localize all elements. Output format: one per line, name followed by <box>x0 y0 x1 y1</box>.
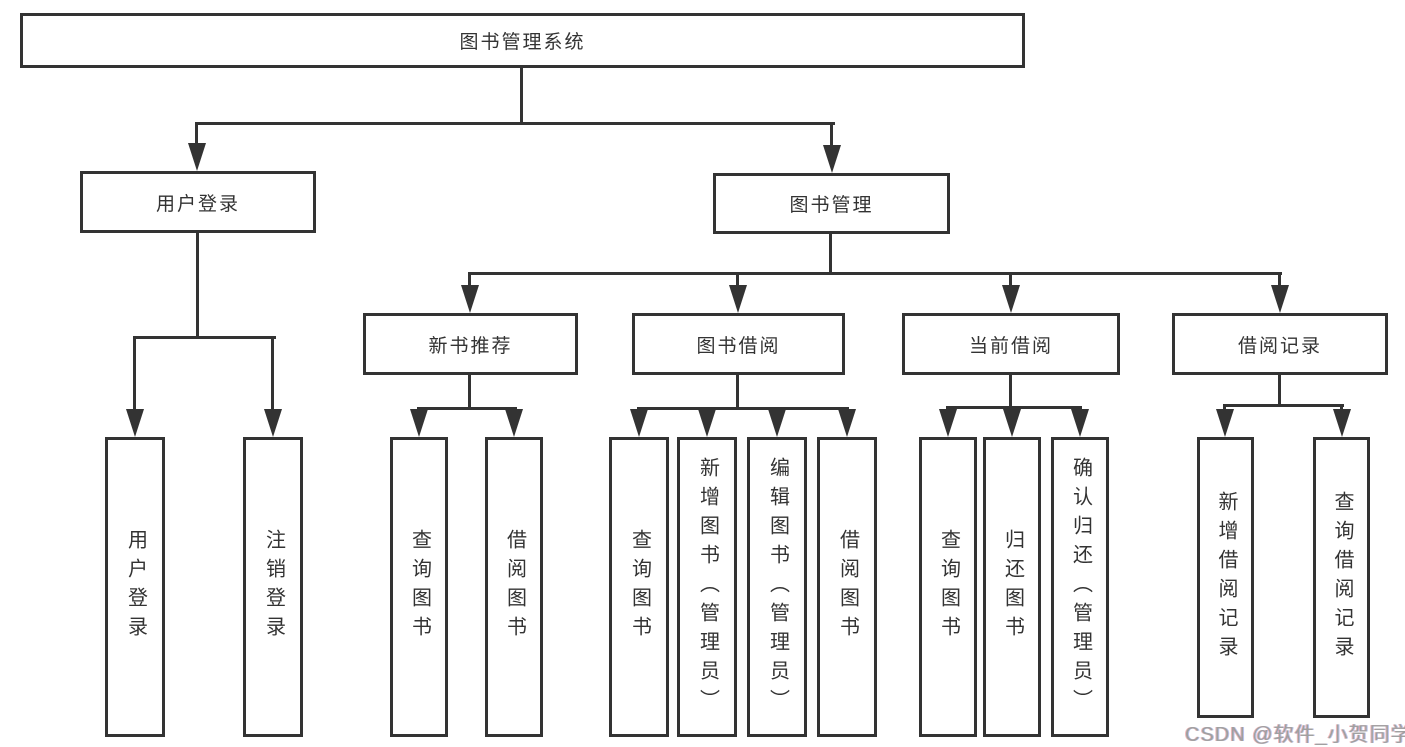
arrow-down-icon <box>188 143 206 171</box>
connector-stem <box>830 122 833 149</box>
leaf-label: 注销登录 <box>262 529 285 645</box>
connector-new-rec-rail <box>417 407 517 410</box>
connector-level1-rail <box>195 122 835 125</box>
connector-level2-rail <box>468 272 1282 275</box>
leaf-edit-book-admin: 编辑图书（管理员） <box>747 437 807 737</box>
leaf-add-borrow-record: 新增借阅记录 <box>1197 437 1254 718</box>
connector-current-trunk <box>1009 374 1012 409</box>
leaf-return-book: 归还图书 <box>983 437 1041 737</box>
connector-user-login-trunk <box>196 232 199 339</box>
leaf-label: 新增图书（管理员） <box>696 456 719 718</box>
arrow-down-icon <box>264 409 282 437</box>
connector-records-rail <box>1223 404 1344 407</box>
leaf-label: 查询借阅记录 <box>1331 490 1353 665</box>
watermark: CSDN @软件_小贺同学 <box>1185 724 1405 746</box>
leaf-label: 确认归还（管理员） <box>1069 456 1092 718</box>
arrow-down-icon <box>1002 285 1020 313</box>
arrow-down-icon <box>823 145 841 173</box>
leaf-label: 归还图书 <box>1001 529 1024 645</box>
arrow-down-icon <box>1216 409 1234 437</box>
leaf-label: 新增借阅记录 <box>1215 490 1237 665</box>
connector-root-trunk <box>520 68 523 125</box>
arrow-down-icon <box>505 409 523 437</box>
leaf-label: 用户登录 <box>124 529 147 645</box>
leaf-logout: 注销登录 <box>243 437 303 737</box>
connector-stem <box>1340 404 1343 413</box>
connector-current-rail <box>946 406 1082 409</box>
node-system-root: 图书管理系统 <box>20 13 1025 68</box>
connector-borrow-rail <box>637 407 849 410</box>
leaf-label: 查询图书 <box>408 529 431 645</box>
node-label: 借阅记录 <box>1237 335 1322 357</box>
leaf-user-login: 用户登录 <box>105 437 165 737</box>
leaf-label: 借阅图书 <box>836 529 859 645</box>
arrow-down-icon <box>461 285 479 313</box>
arrow-down-icon <box>838 409 856 437</box>
node-label: 图书管理 <box>789 195 874 216</box>
node-label: 新书推荐 <box>428 335 513 357</box>
connector-stem <box>133 336 136 413</box>
node-borrowing-records: 借阅记录 <box>1172 313 1388 375</box>
connector-stem <box>736 272 739 289</box>
connector-stem <box>1278 272 1281 289</box>
arrow-down-icon <box>729 285 747 313</box>
arrow-down-icon <box>698 409 716 437</box>
leaf-label: 查询图书 <box>937 529 960 645</box>
node-user-login: 用户登录 <box>80 171 316 233</box>
arrow-down-icon <box>630 409 648 437</box>
connector-records-trunk <box>1278 374 1281 407</box>
leaf-query-book-recommend: 查询图书 <box>390 437 448 737</box>
node-label: 图书管理系统 <box>459 32 586 53</box>
connector-stem <box>1009 272 1012 289</box>
arrow-down-icon <box>410 409 428 437</box>
connector-stem <box>271 336 274 413</box>
connector-book-mgmt-trunk <box>829 233 832 275</box>
node-book-borrowing: 图书借阅 <box>632 313 845 375</box>
arrow-down-icon <box>939 409 957 437</box>
arrow-down-icon <box>1003 409 1021 437</box>
connector-new-rec-trunk <box>468 374 471 410</box>
leaf-query-book-borrow: 查询图书 <box>609 437 669 737</box>
leaf-borrow-book: 借阅图书 <box>817 437 877 737</box>
leaf-query-borrow-record: 查询借阅记录 <box>1313 437 1370 718</box>
node-label: 用户登录 <box>155 193 240 215</box>
leaf-label: 借阅图书 <box>503 529 526 645</box>
connector-user-login-rail <box>133 336 276 339</box>
leaf-confirm-return-admin: 确认归还（管理员） <box>1051 437 1109 737</box>
leaf-label: 查询图书 <box>628 529 651 645</box>
arrow-down-icon <box>126 409 144 437</box>
arrow-down-icon <box>1071 409 1089 437</box>
connector-borrow-trunk <box>736 374 739 410</box>
arrow-down-icon <box>768 409 786 437</box>
leaf-label: 编辑图书（管理员） <box>766 456 789 718</box>
leaf-borrow-book-recommend: 借阅图书 <box>485 437 543 737</box>
connector-stem <box>1223 404 1226 413</box>
arrow-down-icon <box>1271 285 1289 313</box>
arrow-down-icon <box>1333 409 1351 437</box>
node-book-management: 图书管理 <box>713 173 950 234</box>
leaf-query-book-current: 查询图书 <box>919 437 977 737</box>
node-new-book-recommendation: 新书推荐 <box>363 313 578 375</box>
node-label: 图书借阅 <box>696 335 781 357</box>
node-label: 当前借阅 <box>968 335 1053 357</box>
connector-stem <box>195 122 198 147</box>
connector-stem <box>468 272 471 289</box>
leaf-add-book-admin: 新增图书（管理员） <box>677 437 737 737</box>
node-current-borrowing: 当前借阅 <box>902 313 1120 375</box>
